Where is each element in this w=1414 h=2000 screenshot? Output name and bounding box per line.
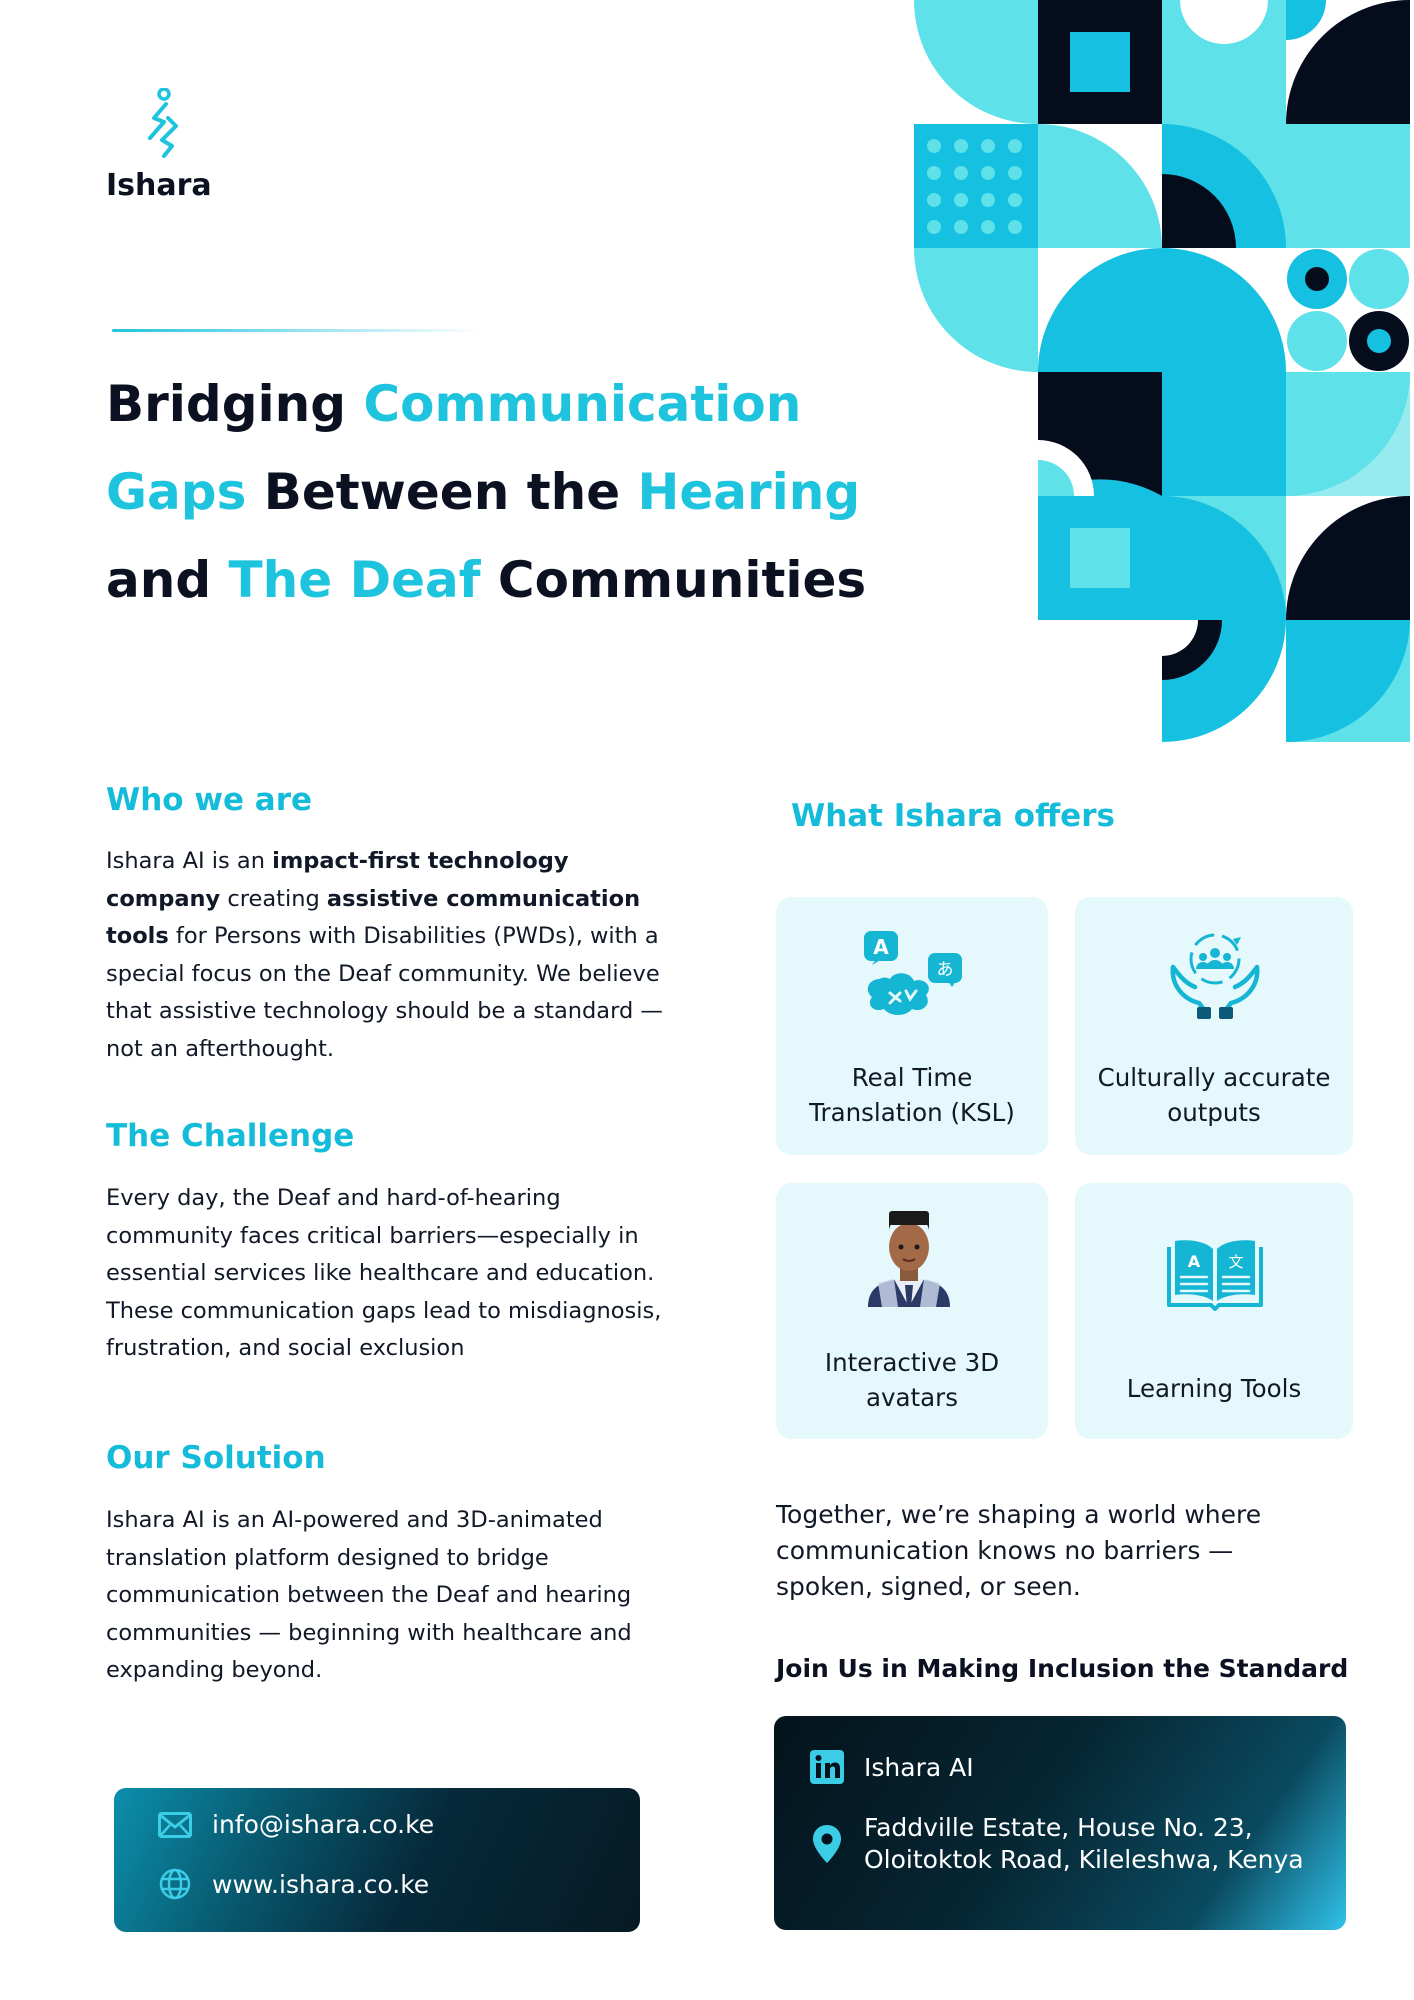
offer-card-line: Interactive 3D	[824, 1348, 1000, 1377]
offer-card-label: Interactive 3D avatars	[776, 1345, 1048, 1415]
linkedin-row[interactable]: Ishara AI	[808, 1750, 974, 1784]
offers-heading: What Ishara offers	[791, 798, 1115, 834]
tagline: Together, we’re shaping a world where co…	[776, 1500, 1262, 1601]
book-translate-icon: A 文	[1167, 1240, 1263, 1311]
headline-highlight: The Deaf	[228, 551, 481, 609]
website-text[interactable]: www.ishara.co.ke	[212, 1869, 430, 1899]
offer-card-line: Translation (KSL)	[809, 1098, 1015, 1127]
offer-card-line: Culturally accurate	[1097, 1063, 1331, 1092]
translation-bubbles-icon: A あ	[864, 931, 962, 1015]
address-row: Faddville Estate, House No. 23, Oloitokt…	[808, 1812, 1304, 1876]
contact-box-social: Ishara AI Faddville Estate, House No. 23…	[774, 1716, 1346, 1930]
geometric-pattern	[914, 0, 1410, 742]
mail-icon	[156, 1811, 194, 1838]
headline-part: Between the	[246, 463, 638, 521]
offer-card-translation: A あ Real Time Translation (KSL)	[776, 897, 1048, 1155]
offer-card-label: Real Time Translation (KSL)	[776, 1060, 1048, 1130]
website-row[interactable]: www.ishara.co.ke	[156, 1868, 429, 1900]
offer-card-label: Learning Tools	[1126, 1374, 1302, 1403]
address-text: Faddville Estate, House No. 23, Oloitokt…	[864, 1812, 1304, 1876]
location-pin-icon	[808, 1824, 846, 1864]
community-hands-icon	[1170, 933, 1260, 1019]
offer-card-culture: Culturally accurate outputs	[1075, 897, 1353, 1155]
offer-card-line: Real Time	[851, 1063, 973, 1092]
brand-name: Ishara	[106, 168, 212, 203]
cta-heading: Join Us in Making Inclusion the Standard	[776, 1654, 1349, 1683]
offer-card-label: Culturally accurate outputs	[1075, 1060, 1353, 1130]
who-body: Ishara AI is an impact-first technology …	[106, 843, 686, 1068]
who-text: Ishara AI is an	[106, 848, 273, 874]
headline-part: Bridging	[106, 375, 364, 433]
svg-text:文: 文	[1228, 1253, 1243, 1271]
who-emphasis: assistive communication tools	[106, 885, 641, 950]
offer-card-line: avatars	[866, 1383, 958, 1412]
offer-card-avatars: Interactive 3D avatars	[776, 1183, 1048, 1439]
linkedin-text[interactable]: Ishara AI	[864, 1752, 974, 1782]
svg-text:A: A	[1188, 1252, 1201, 1271]
challenge-heading: The Challenge	[106, 1118, 355, 1154]
headline-highlight: Communication	[363, 375, 802, 433]
address-line: Oloitoktok Road, Kileleshwa, Kenya	[864, 1845, 1304, 1874]
challenge-body: Every day, the Deaf and hard-of-hearing …	[106, 1185, 662, 1361]
title-divider	[112, 329, 482, 332]
address-line: Faddville Estate, House No. 23,	[864, 1813, 1253, 1842]
solution-heading: Our Solution	[106, 1440, 326, 1476]
headline-part: and	[106, 551, 229, 609]
headline-highlight: Hearing	[637, 463, 861, 521]
globe-icon	[156, 1868, 194, 1900]
who-text: creating	[220, 885, 327, 912]
svg-text:あ: あ	[937, 960, 954, 980]
offer-card-line: outputs	[1167, 1098, 1261, 1127]
email-text[interactable]: info@ishara.co.ke	[212, 1810, 435, 1839]
who-emphasis: impact-first technology company	[106, 848, 569, 912]
page-title: Bridging Communication Gaps Between the …	[106, 360, 906, 624]
who-text: for Persons with Disabilities (PWDs), wi…	[106, 923, 663, 1062]
contact-box-web: info@ishara.co.ke www.ishara.co.ke	[114, 1788, 640, 1932]
headline-part: Communities	[480, 551, 867, 609]
linkedin-icon	[808, 1750, 846, 1784]
svg-text:A: A	[873, 935, 889, 959]
offer-card-learning: A 文 Learning Tools	[1075, 1183, 1353, 1439]
solution-body: Ishara AI is an AI-powered and 3D-animat…	[106, 1507, 632, 1683]
ishara-figure-icon	[148, 88, 178, 158]
email-row[interactable]: info@ishara.co.ke	[156, 1810, 434, 1839]
avatar-icon	[868, 1211, 950, 1307]
who-heading: Who we are	[106, 782, 313, 818]
headline-highlight: Gaps	[106, 463, 247, 521]
